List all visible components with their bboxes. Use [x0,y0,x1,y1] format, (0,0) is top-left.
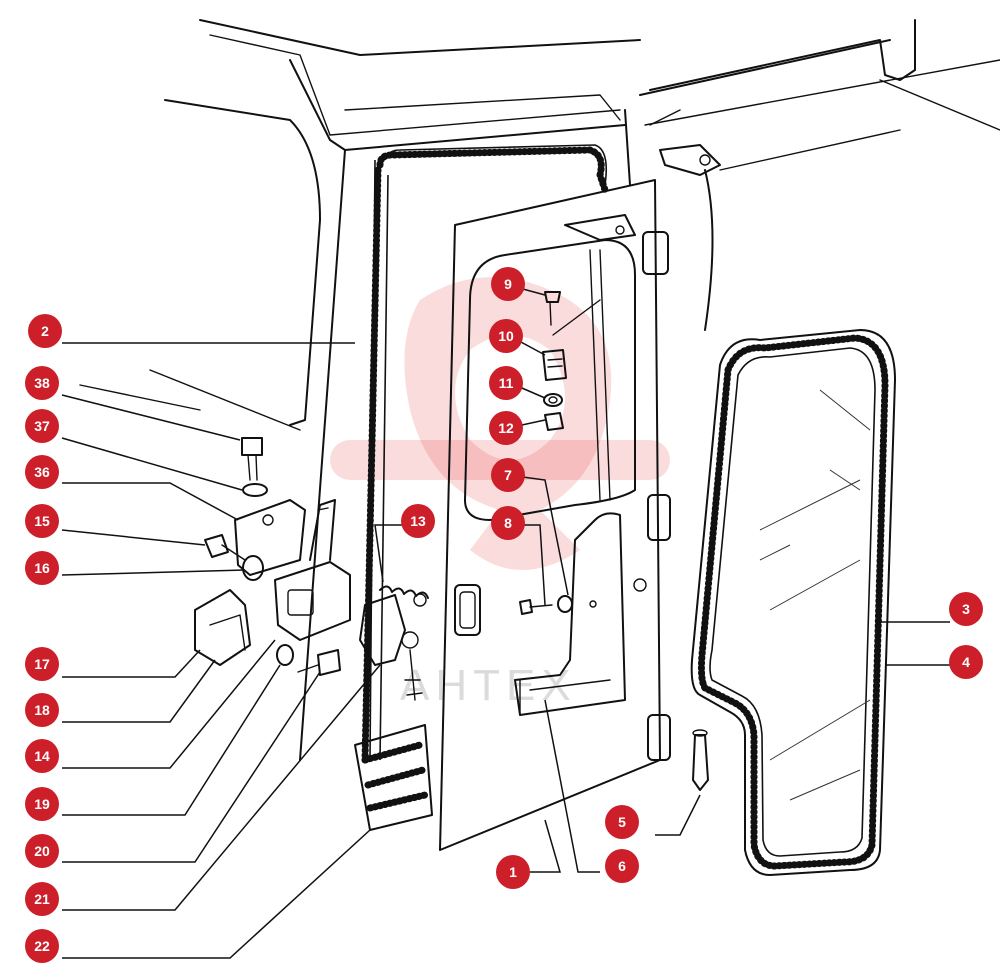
cab-body [79,19,1000,761]
callout-21[interactable]: 21 [25,882,59,916]
callout-9[interactable]: 9 [491,267,525,301]
svg-text:36: 36 [34,464,50,480]
svg-text:8: 8 [504,515,512,531]
callout-22[interactable]: 22 [25,929,59,963]
svg-text:19: 19 [34,796,50,812]
svg-text:15: 15 [34,513,50,529]
svg-text:5: 5 [618,814,626,830]
callout-10[interactable]: 10 [489,319,523,353]
callout-20[interactable]: 20 [25,834,59,868]
callout-17[interactable]: 17 [25,647,59,681]
callouts: 2 38 37 36 15 16 17 18 14 19 20 21 22 13… [25,267,983,963]
svg-text:37: 37 [34,418,50,434]
door-frame-seal [361,144,609,764]
svg-text:16: 16 [34,560,50,576]
callout-5[interactable]: 5 [605,805,639,839]
leader-lines [61,284,950,959]
callout-13[interactable]: 13 [401,504,435,538]
watermark-text: АНТЕХ [400,661,577,710]
svg-text:12: 12 [498,420,514,436]
lock-assembly [194,437,433,831]
callout-37[interactable]: 37 [25,409,59,443]
door-panel [439,179,671,851]
svg-text:9: 9 [504,276,512,292]
svg-text:20: 20 [34,843,50,859]
callout-38[interactable]: 38 [25,366,59,400]
callout-12[interactable]: 12 [489,411,523,445]
svg-text:14: 14 [34,748,50,764]
window-glass [690,329,896,876]
svg-text:3: 3 [962,601,970,617]
svg-text:10: 10 [498,328,514,344]
callout-15[interactable]: 15 [25,504,59,538]
svg-text:6: 6 [618,858,626,874]
callout-19[interactable]: 19 [25,787,59,821]
callout-2[interactable]: 2 [28,314,62,348]
svg-text:18: 18 [34,702,50,718]
handle-fasteners [519,595,597,615]
svg-text:17: 17 [34,656,50,672]
svg-text:22: 22 [34,938,50,954]
svg-text:38: 38 [34,375,50,391]
svg-text:11: 11 [499,375,514,391]
svg-text:13: 13 [410,513,426,529]
svg-text:1: 1 [509,864,517,880]
callout-6[interactable]: 6 [605,849,639,883]
callout-16[interactable]: 16 [25,551,59,585]
callout-4[interactable]: 4 [949,645,983,679]
svg-text:2: 2 [41,323,49,339]
hinge-pin [692,729,709,791]
fastener-stack [542,291,601,431]
svg-text:7: 7 [504,467,512,483]
svg-text:21: 21 [34,891,50,907]
callout-1[interactable]: 1 [496,855,530,889]
callout-14[interactable]: 14 [25,739,59,773]
callout-3[interactable]: 3 [949,592,983,626]
callout-11[interactable]: 11 [489,366,523,400]
callout-18[interactable]: 18 [25,693,59,727]
callout-8[interactable]: 8 [491,506,525,540]
callout-7[interactable]: 7 [491,458,525,492]
svg-text:4: 4 [962,654,970,670]
callout-36[interactable]: 36 [25,455,59,489]
